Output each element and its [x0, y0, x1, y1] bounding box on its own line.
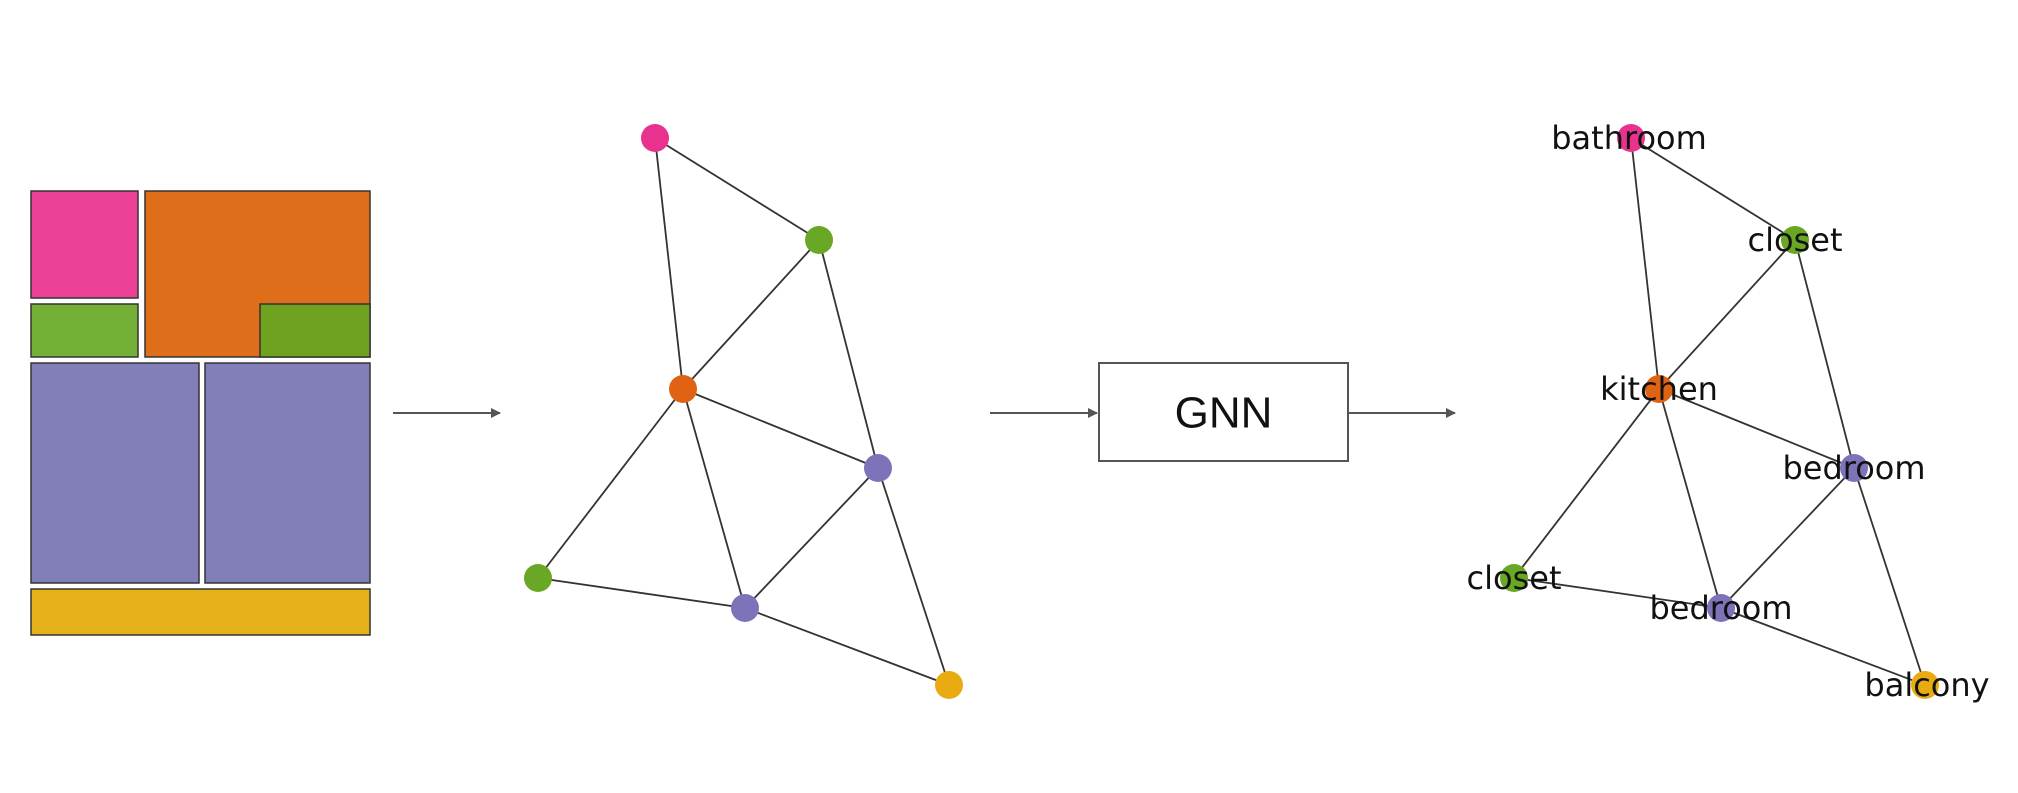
gnn-box: GNN [1098, 362, 1349, 462]
input-graph-node-bathroom [641, 124, 669, 152]
room-balcony [30, 588, 371, 636]
output-graph-node-bathroom [1617, 124, 1645, 152]
room-bathroom [30, 190, 139, 299]
output-graph-node-closet-1 [1781, 226, 1809, 254]
room-bedroom-right [204, 362, 371, 584]
output-graph-label-bedroom-1: bedroom [1782, 449, 1925, 487]
output-graph-node-bedroom-1 [1840, 454, 1868, 482]
input-graph-nodes [524, 124, 963, 699]
input-graph-edge-bedroom-2-balcony [744, 607, 950, 686]
output-graph-node-closet-2 [1500, 564, 1528, 592]
output-graph-edge-closet-2-bedroom-2 [1513, 577, 1722, 609]
input-graph-edge-kitchen-bedroom-2 [682, 388, 746, 609]
input-graph-edge-kitchen-closet-2 [537, 388, 684, 579]
output-graph-label-closet-2: closet [1467, 559, 1562, 597]
room-bedroom-left [30, 362, 200, 584]
input-graph-node-balcony [935, 671, 963, 699]
output-graph-node-bedroom-2 [1707, 594, 1735, 622]
output-graph-edge-kitchen-closet-2 [1513, 388, 1660, 579]
output-graph-label-closet-1: closet [1748, 221, 1843, 259]
input-graph [524, 124, 963, 699]
input-graph-node-closet-2 [524, 564, 552, 592]
output-graph-edges [1513, 137, 1926, 686]
input-graph-node-bedroom-1 [864, 454, 892, 482]
input-graph-node-closet-1 [805, 226, 833, 254]
output-graph-edge-bathroom-closet-1 [1630, 137, 1796, 241]
input-graph-edge-bathroom-closet-1 [654, 137, 820, 241]
input-graph-edge-closet-1-kitchen [682, 239, 820, 390]
room-closet [30, 303, 139, 358]
gnn-label: GNN [1175, 389, 1273, 438]
output-graph-node-kitchen [1645, 375, 1673, 403]
output-graph-label-balcony: balcony [1864, 666, 1989, 704]
input-graph-edge-closet-2-bedroom-2 [537, 577, 746, 609]
output-graph-label-bedroom-2: bedroom [1649, 589, 1792, 627]
output-graph-edge-closet-1-bedroom-1 [1794, 239, 1855, 469]
output-graph-edge-bedroom-1-bedroom-2 [1720, 467, 1855, 609]
output-graph-labels: bathroom closet kitchen bedroom closet bedroo… [1467, 119, 1990, 704]
output-graph-label-kitchen: kitchen [1600, 370, 1718, 408]
gnn-box-frame [1098, 362, 1349, 462]
output-graph-nodes [1500, 124, 1939, 699]
output-graph-edge-bathroom-kitchen [1630, 137, 1660, 390]
input-graph-node-bedroom-2 [731, 594, 759, 622]
output-graph-edge-kitchen-bedroom-1 [1658, 388, 1855, 469]
input-graph-edge-bedroom-1-balcony [877, 467, 950, 686]
output-graph-edge-bedroom-1-balcony [1853, 467, 1926, 686]
room-closet-inner [259, 303, 371, 358]
input-graph-edge-bathroom-kitchen [654, 137, 684, 390]
output-graph-edge-kitchen-bedroom-2 [1658, 388, 1722, 609]
output-graph-edge-bedroom-2-balcony [1720, 607, 1926, 686]
output-graph-label-bathroom: bathroom [1551, 119, 1707, 157]
floor-plan [30, 190, 371, 636]
output-graph-node-balcony [1911, 671, 1939, 699]
input-graph-edges [537, 137, 950, 686]
input-graph-edge-closet-1-bedroom-1 [818, 239, 879, 469]
output-graph: bathroom closet kitchen bedroom closet bedroo… [1467, 119, 1990, 704]
input-graph-edge-bedroom-1-bedroom-2 [744, 467, 879, 609]
input-graph-edge-kitchen-bedroom-1 [682, 388, 879, 469]
output-graph-edge-closet-1-kitchen [1658, 239, 1796, 390]
input-graph-node-kitchen [669, 375, 697, 403]
